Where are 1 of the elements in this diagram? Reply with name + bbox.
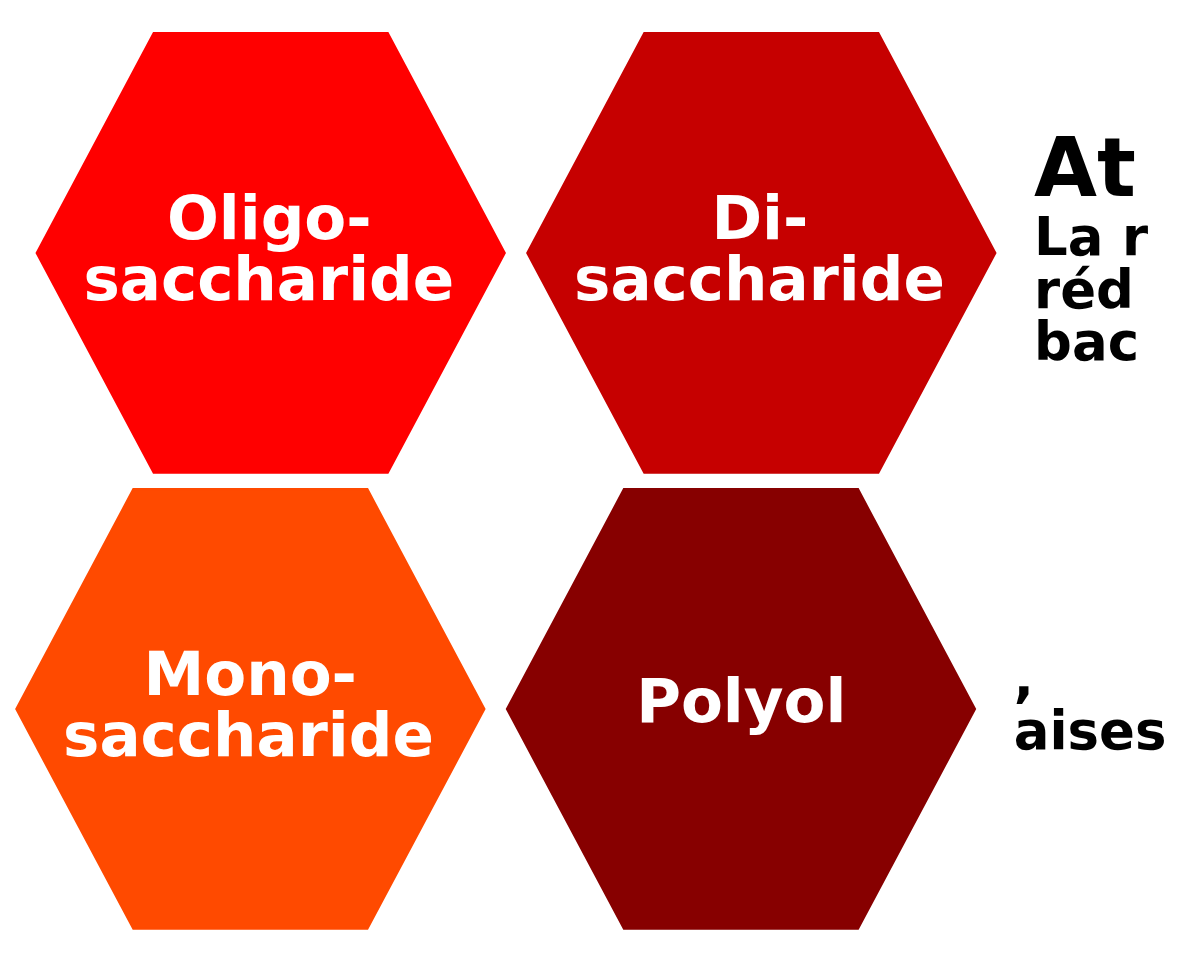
label: At (1034, 119, 1137, 215)
